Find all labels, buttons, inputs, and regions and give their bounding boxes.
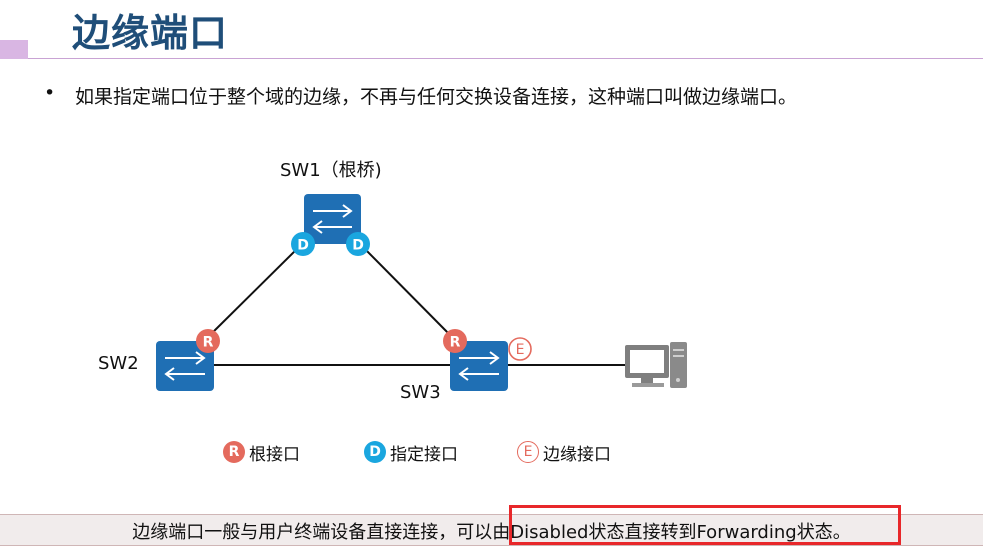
legend-item-root: R 根接口	[223, 440, 300, 465]
bullet-marker: •	[44, 82, 56, 104]
topology-diagram: D D R R E	[156, 194, 687, 391]
badge-letter: E	[516, 342, 525, 358]
edge-port-badge: E	[517, 441, 539, 463]
port-badge-sw3-root: R	[443, 329, 467, 353]
sw1-label: SW1（根桥)	[280, 160, 382, 181]
port-badge-sw1-right: D	[346, 232, 370, 256]
title-accent-bar	[0, 40, 28, 59]
legend-label: 指定接口	[390, 444, 458, 465]
legend-label: 边缘接口	[543, 444, 611, 465]
title-divider	[28, 58, 983, 59]
switch-sw2	[156, 341, 214, 391]
page-title: 边缘端口	[72, 11, 229, 55]
legend-item-designated: D 指定接口	[364, 440, 458, 465]
bottom-note: 边缘端口一般与用户终端设备直接连接，可以由Disabled状态直接转到Forwa…	[132, 522, 851, 543]
badge-letter: D	[352, 238, 364, 254]
note-band	[0, 514, 983, 546]
link-sw1-sw3	[359, 243, 456, 341]
port-badge-sw1-left: D	[291, 232, 315, 256]
sw2-label: SW2	[98, 353, 139, 374]
switch-sw1	[304, 194, 361, 244]
badge-letter: R	[203, 335, 214, 351]
root-port-badge: R	[223, 441, 245, 463]
designated-port-badge: D	[364, 441, 386, 463]
switch-sw3	[450, 341, 508, 391]
legend-label: 根接口	[249, 444, 300, 465]
port-badge-sw3-edge: E	[508, 337, 532, 361]
badge-letter: D	[297, 238, 309, 254]
switch-icon	[458, 351, 500, 381]
highlight-box	[509, 505, 901, 545]
switch-icon	[312, 204, 353, 234]
sw3-label: SW3	[400, 382, 441, 403]
port-badge-sw2-root: R	[196, 329, 220, 353]
link-sw1-sw2	[204, 243, 303, 341]
legend-item-edge: E 边缘接口	[517, 440, 611, 465]
switch-icon	[164, 351, 206, 381]
badge-letter: R	[450, 335, 461, 351]
computer-icon	[625, 342, 687, 388]
bullet-text: 如果指定端口位于整个域的边缘，不再与任何交换设备连接，这种端口叫做边缘端口。	[75, 86, 798, 108]
